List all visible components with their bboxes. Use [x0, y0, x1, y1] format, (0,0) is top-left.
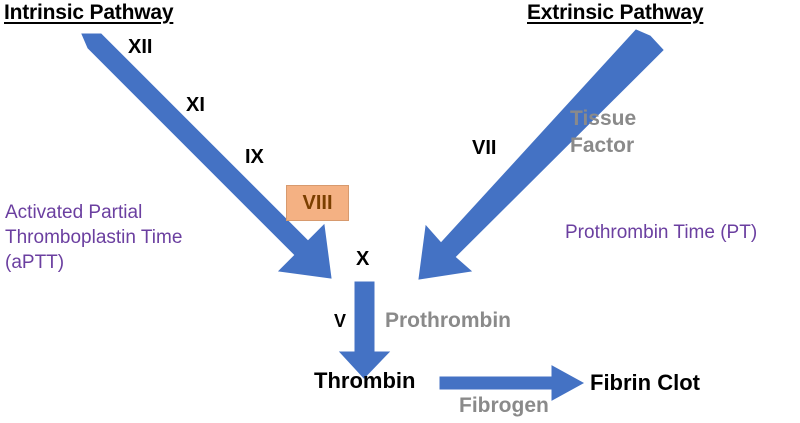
factor-label-vii: VII — [472, 137, 497, 159]
aptt-label-line2: Thromboplastin Time — [5, 227, 183, 248]
factor-viii-label: VIII — [302, 191, 333, 214]
extrinsic-arrow — [418, 29, 664, 280]
prothrombin-label: Prothrombin — [385, 309, 511, 332]
aptt-label-line3: (aPTT) — [5, 252, 65, 273]
common-pathway-arrow — [338, 281, 391, 379]
factor-label-xii: XII — [128, 36, 153, 58]
aptt-label-line1: Activated Partial — [5, 202, 143, 223]
heading-extrinsic-pathway: Extrinsic Pathway — [527, 1, 704, 24]
fibrogen-label: Fibrogen — [459, 394, 549, 417]
intrinsic-arrow — [81, 33, 332, 279]
pt-label: Prothrombin Time (PT) — [565, 222, 758, 243]
thrombin-label: Thrombin — [314, 368, 416, 393]
factor-label-x: X — [356, 248, 370, 270]
fibrin-arrow — [439, 365, 585, 401]
factor-label-v: V — [334, 311, 347, 331]
factor-label-ix: IX — [245, 146, 264, 168]
tissue-factor-line2: Factor — [570, 134, 635, 157]
factor-viii-box: VIII — [286, 185, 349, 221]
factor-label-xi: XI — [186, 94, 205, 116]
heading-intrinsic-pathway: Intrinsic Pathway — [4, 1, 174, 24]
fibrin-clot-label: Fibrin Clot — [590, 370, 700, 395]
tissue-factor-line1: Tissue — [570, 107, 637, 130]
